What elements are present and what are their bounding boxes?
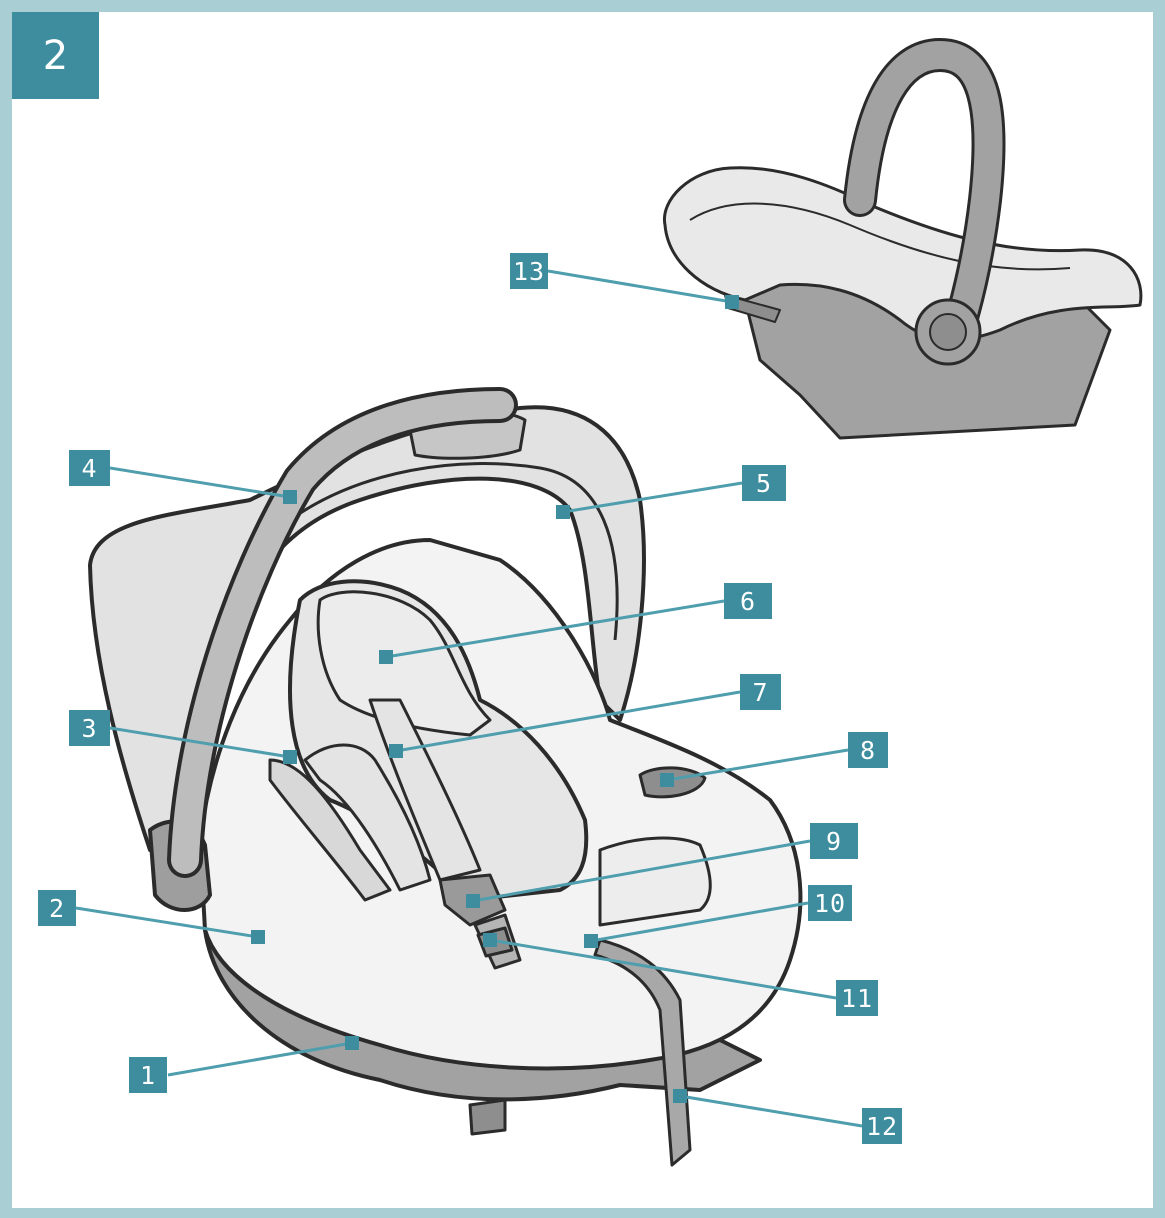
side-view-seat bbox=[662, 166, 1143, 342]
leader-line-4 bbox=[109, 466, 291, 499]
callout-10: 10 bbox=[808, 885, 852, 921]
side-view-pivot-inner bbox=[929, 313, 967, 351]
leader-dot-7 bbox=[389, 744, 403, 758]
callout-2: 2 bbox=[38, 890, 76, 926]
adjustment-strap bbox=[593, 938, 692, 1167]
carrier-side-view bbox=[662, 38, 1143, 440]
leader-dot-5 bbox=[556, 505, 570, 519]
callout-9: 9 bbox=[810, 823, 858, 859]
carrier-main-view bbox=[88, 387, 803, 1167]
callout-1: 1 bbox=[129, 1057, 167, 1093]
callout-8: 8 bbox=[848, 732, 888, 768]
leader-dot-3 bbox=[283, 750, 297, 764]
shoulder-pad-left bbox=[303, 743, 432, 892]
leader-lines bbox=[75, 269, 863, 1128]
figure-number-badge: 2 bbox=[12, 12, 99, 99]
leader-dot-12 bbox=[673, 1089, 687, 1103]
leader-line-9 bbox=[472, 839, 811, 903]
leader-line-1 bbox=[167, 1041, 353, 1077]
leader-line-13 bbox=[547, 269, 733, 304]
callout-6: 6 bbox=[724, 583, 772, 619]
shell-base bbox=[468, 1098, 507, 1136]
seat-foot-area bbox=[598, 836, 712, 927]
callout-5: 5 bbox=[742, 465, 786, 501]
leader-dot-8 bbox=[660, 773, 674, 787]
callout-3: 3 bbox=[69, 710, 110, 746]
leader-line-10 bbox=[590, 901, 809, 943]
leader-dot-11 bbox=[483, 933, 497, 947]
leader-line-6 bbox=[385, 599, 725, 659]
side-view-handle-fill bbox=[846, 41, 1003, 354]
side-view-seat-seam bbox=[689, 202, 1071, 271]
callout-13: 13 bbox=[510, 253, 548, 289]
leader-line-2 bbox=[75, 906, 259, 939]
callout-7: 7 bbox=[740, 674, 781, 710]
leader-line-7 bbox=[395, 690, 741, 753]
leader-line-3 bbox=[109, 726, 291, 759]
harness-strap-left bbox=[268, 758, 392, 902]
callout-12: 12 bbox=[862, 1108, 902, 1144]
leader-line-12 bbox=[679, 1094, 863, 1128]
leader-dot-2 bbox=[251, 930, 265, 944]
leader-dot-9 bbox=[466, 894, 480, 908]
canopy-lip bbox=[289, 462, 619, 641]
leader-line-8 bbox=[666, 748, 849, 782]
head-support bbox=[316, 590, 492, 737]
leader-line-5 bbox=[562, 481, 743, 514]
leader-dot-1 bbox=[345, 1036, 359, 1050]
leader-line-11 bbox=[489, 938, 837, 1000]
leader-dot-10 bbox=[584, 934, 598, 948]
leader-dot-4 bbox=[283, 490, 297, 504]
leader-dot-13 bbox=[725, 295, 739, 309]
callout-11: 11 bbox=[836, 980, 878, 1016]
callout-4: 4 bbox=[69, 450, 110, 486]
leader-dot-6 bbox=[379, 650, 393, 664]
